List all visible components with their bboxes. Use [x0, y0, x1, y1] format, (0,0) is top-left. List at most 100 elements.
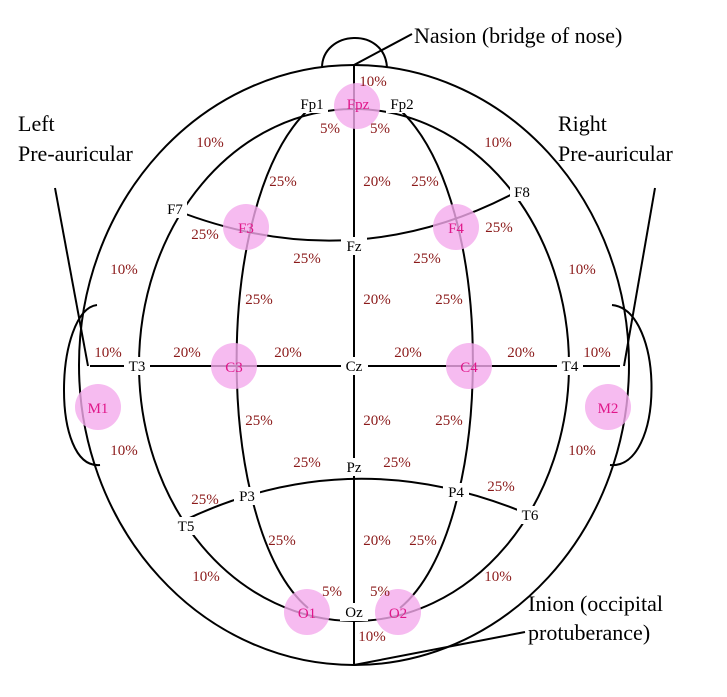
o1-highlight: [284, 589, 330, 635]
p4-bg: [443, 483, 469, 501]
annotation-labels: Nasion (bridge of nose) Left Pre-auricul…: [18, 23, 673, 645]
f3-highlight: [223, 204, 269, 250]
left-preauricular-label: Pre-auricular: [18, 141, 133, 166]
cz-bg: [341, 357, 368, 375]
electrode-p3: P3: [239, 489, 255, 505]
pct-p3-lower: 25%: [268, 533, 296, 549]
pct-t3-edge: 10%: [94, 345, 122, 361]
c3-highlight: [211, 343, 257, 389]
pct-t4-edge: 10%: [583, 345, 611, 361]
pct-c3-cz: 20%: [274, 345, 302, 361]
oz-bg: [340, 603, 368, 621]
pct-o1: 5%: [322, 584, 342, 600]
m2-highlight: [585, 384, 631, 430]
f8-bg: [510, 183, 534, 201]
pct-c4-t4: 20%: [507, 345, 535, 361]
fp2-bg: [386, 95, 418, 113]
pct-c4-lower: 25%: [435, 413, 463, 429]
electrode-o1: O1: [298, 606, 316, 622]
pct-f3-upper: 25%: [269, 174, 297, 190]
right-preauricular-pointer: [623, 187, 656, 367]
percentage-labels: 10% 5% 5% 10% 10% 25% 20% 25% 25% 25% 25…: [94, 74, 611, 645]
pct-left-low: 10%: [110, 443, 138, 459]
pct-bottom: 10%: [358, 629, 386, 645]
electrode-c3: C3: [225, 360, 243, 376]
electrode-c4: C4: [460, 360, 478, 376]
pct-t3-c3: 20%: [173, 345, 201, 361]
parietal-line: [184, 477, 531, 521]
nasion-label: Nasion (bridge of nose): [414, 23, 622, 48]
right-preauricular-label: Pre-auricular: [558, 141, 673, 166]
pct-mid-po: 20%: [363, 533, 391, 549]
fz-bg: [341, 237, 367, 255]
nasion-pointer: [353, 33, 413, 66]
pct-f3-fz: 25%: [293, 251, 321, 267]
pct-o2: 5%: [370, 584, 390, 600]
pct-p3-pz: 25%: [293, 455, 321, 471]
pct-left-bottom: 10%: [192, 569, 220, 585]
pct-right-upper: 10%: [484, 135, 512, 151]
pct-mid-cp: 20%: [363, 413, 391, 429]
electrode-t3: T3: [129, 359, 146, 375]
t4-bg: [557, 357, 583, 375]
pct-t5-p3: 25%: [191, 492, 219, 508]
electrode-p4: P4: [448, 485, 464, 501]
pct-p4-t6: 25%: [487, 479, 515, 495]
p3-bg: [234, 487, 260, 505]
pct-left-mid: 10%: [110, 262, 138, 278]
pct-fz-f4: 25%: [413, 251, 441, 267]
electrode-f8: F8: [514, 185, 530, 201]
pct-left-upper: 10%: [196, 135, 224, 151]
f7-bg: [163, 200, 187, 218]
electrode-f3: F3: [238, 221, 254, 237]
electrode-m1: M1: [88, 401, 109, 417]
pct-mid-fc: 20%: [363, 292, 391, 308]
right-label: Right: [558, 111, 607, 136]
electrode-fz: Fz: [347, 239, 362, 255]
pct-right-mid: 10%: [568, 262, 596, 278]
pct-p4-lower: 25%: [409, 533, 437, 549]
electrode-m2: M2: [598, 401, 619, 417]
pz-bg: [341, 458, 368, 476]
pct-f7-f3: 25%: [191, 227, 219, 243]
pct-pz-p4: 25%: [383, 455, 411, 471]
pct-c3-upper: 25%: [245, 292, 273, 308]
highlight-circles: [75, 83, 631, 635]
nose-outline: [321, 37, 388, 69]
c4-highlight: [446, 343, 492, 389]
left-label: Left: [18, 111, 55, 136]
electrode-f4: F4: [448, 221, 464, 237]
pct-right-bottom: 10%: [484, 569, 512, 585]
pct-fp1: 5%: [320, 121, 340, 137]
t3-bg: [124, 357, 150, 375]
right-ear-outline: [609, 304, 653, 467]
pct-top: 10%: [359, 74, 387, 90]
f4-highlight: [433, 204, 479, 250]
fp1-bg: [296, 95, 328, 113]
m1-highlight: [75, 384, 121, 430]
inion-label-line2: protuberance): [528, 620, 650, 645]
electrode-labels: Fp1 Fpz Fp2 F7 F3 Fz F4 F8 M1 T3 C3 Cz C…: [88, 97, 619, 622]
pct-right-low: 10%: [568, 443, 596, 459]
t5-bg: [173, 517, 199, 535]
electrode-cz: Cz: [346, 359, 363, 375]
electrode-oz: Oz: [345, 605, 363, 621]
inion-label: Inion (occipital: [528, 591, 663, 616]
pct-f4-f8: 25%: [485, 220, 513, 236]
left-preauricular-pointer: [54, 187, 89, 367]
pct-f4-upper: 25%: [411, 174, 439, 190]
electrode-fp1: Fp1: [300, 97, 323, 113]
pct-cz-c4: 20%: [394, 345, 422, 361]
pct-fp2: 5%: [370, 121, 390, 137]
pct-c4-upper: 25%: [435, 292, 463, 308]
label-backgrounds: [124, 95, 583, 621]
electrode-fpz: Fpz: [347, 97, 370, 113]
electrode-t4: T4: [562, 359, 579, 375]
pct-c3-lower: 25%: [245, 413, 273, 429]
electrode-pz: Pz: [347, 460, 362, 476]
electrode-t6: T6: [522, 508, 539, 524]
o2-highlight: [375, 589, 421, 635]
electrode-o2: O2: [389, 606, 407, 622]
